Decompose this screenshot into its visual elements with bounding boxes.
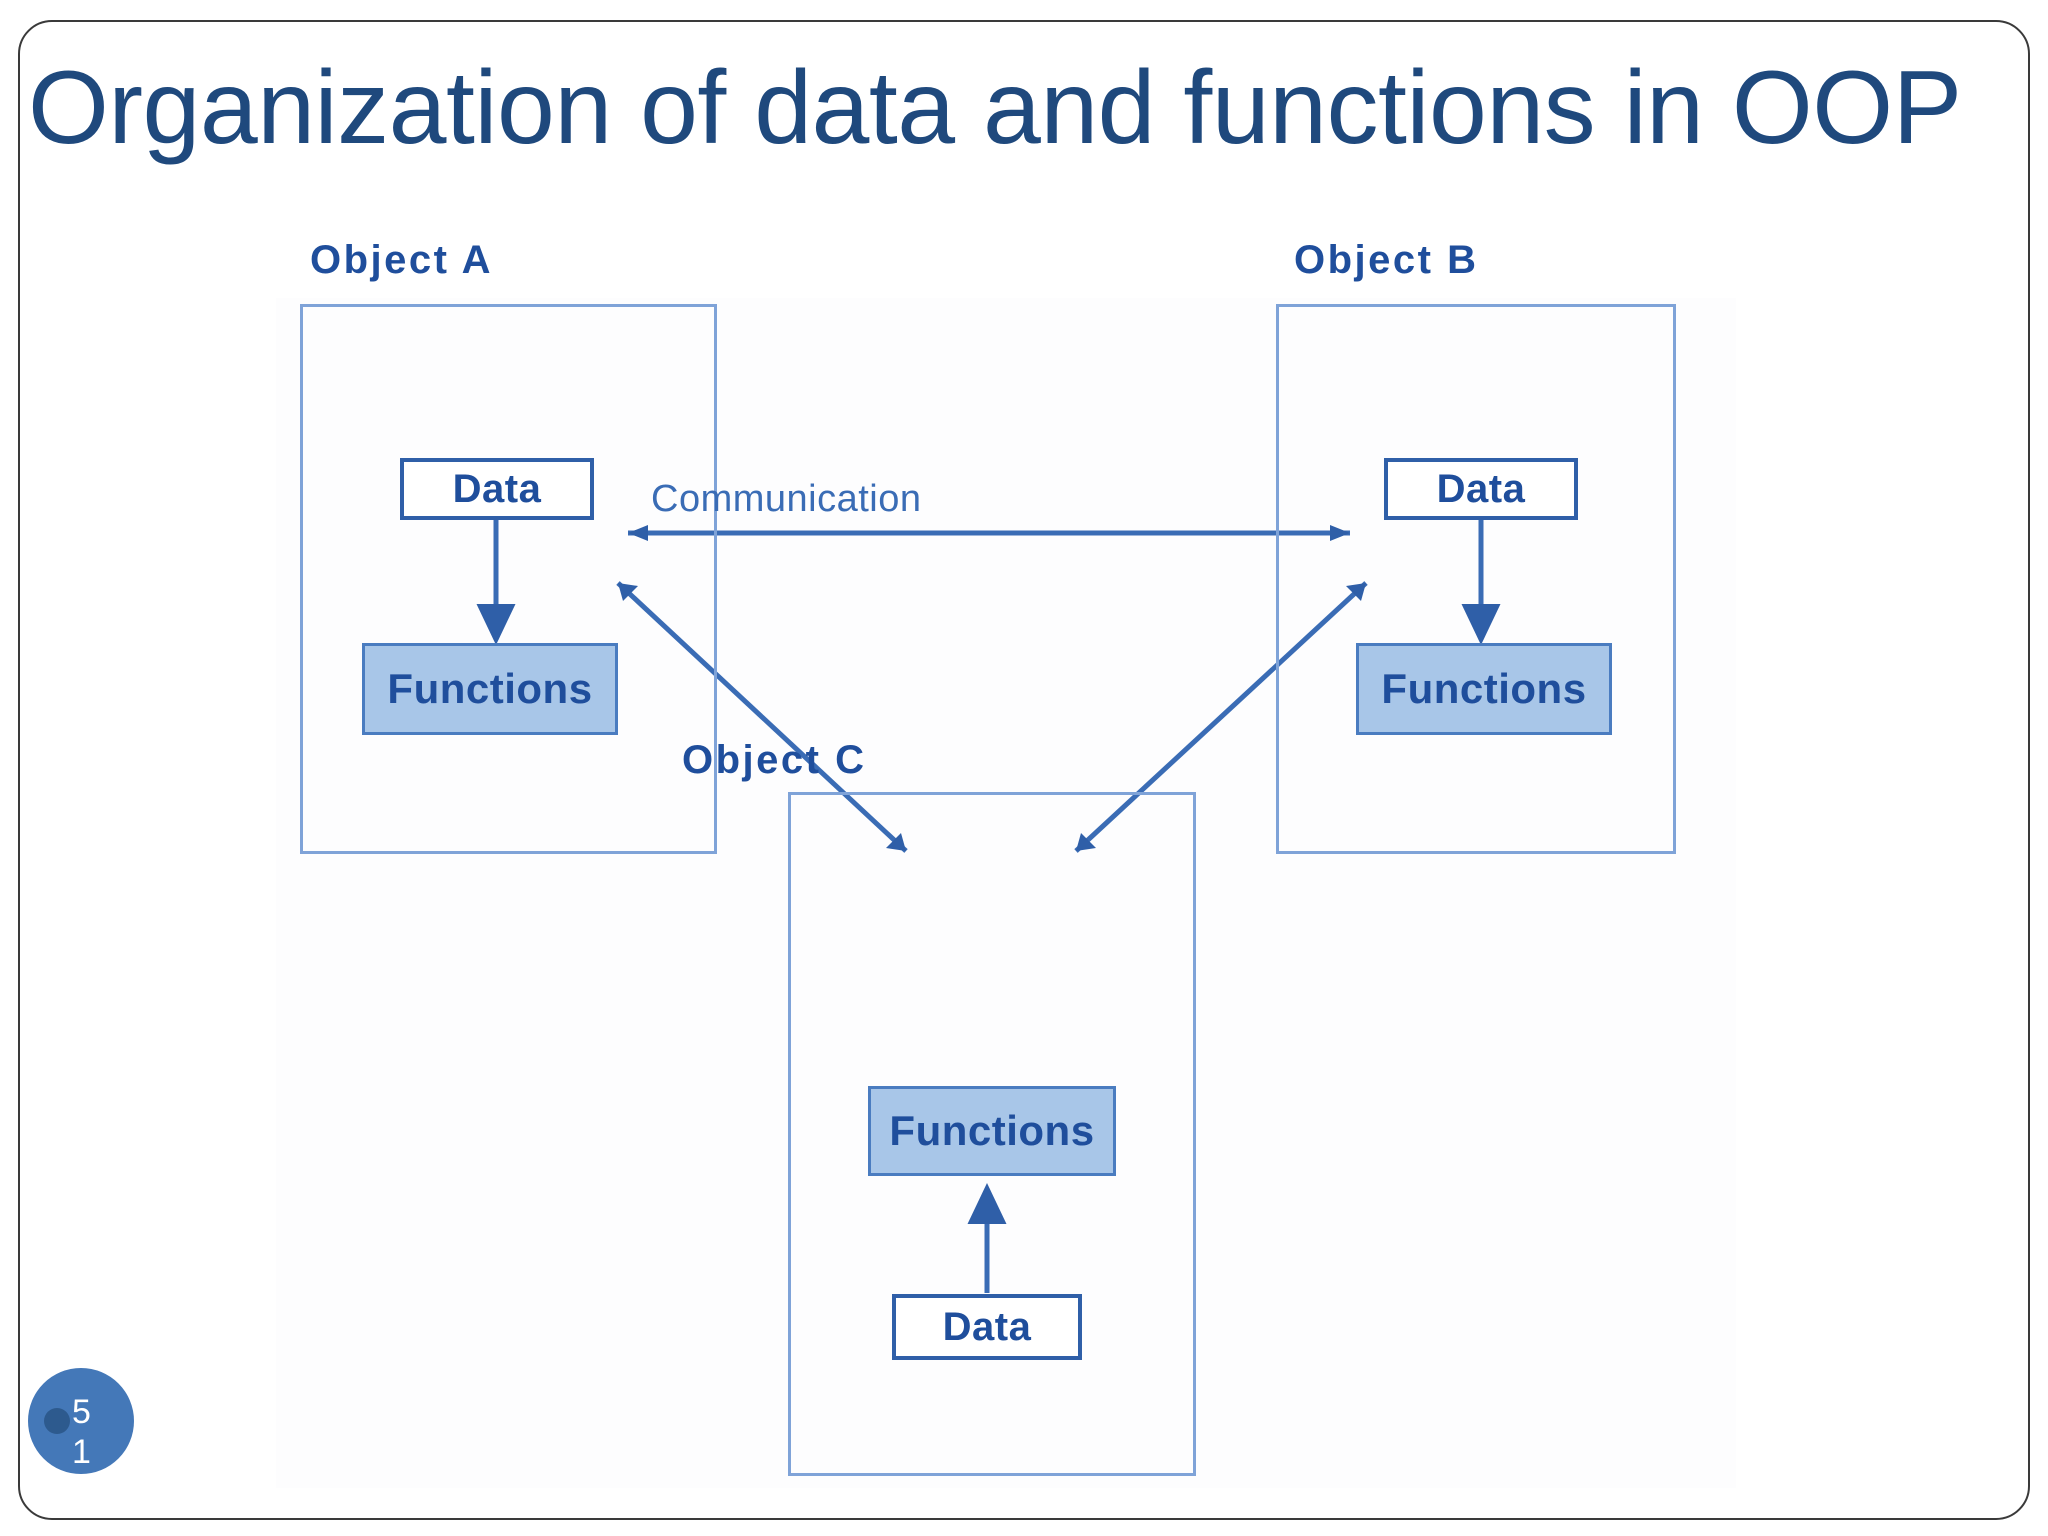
object-c-container [788,792,1196,1476]
object-b-label: Object B [1294,238,1479,282]
page-title: Organization of data and functions in OO… [28,50,1962,166]
communication-label: Communication [651,478,922,520]
object-a-label: Object A [310,238,493,282]
object-b-functions-box: Functions [1356,643,1612,735]
communication-connector [628,525,1350,541]
object-c-label: Object C [682,738,867,782]
badge-dot-icon [44,1408,70,1434]
object-c-functions-box: Functions [868,1086,1116,1176]
oop-diagram: Object A Data Functions Object B Data Fu… [276,238,1736,1488]
object-c-data-box: Data [892,1294,1082,1360]
object-b-container [1276,304,1676,854]
page-number: 51 [72,1393,91,1472]
object-a-data-box: Data [400,458,594,520]
object-a-container [300,304,717,854]
page-number-badge: 51 [28,1368,134,1474]
object-b-data-box: Data [1384,458,1578,520]
object-a-functions-box: Functions [362,643,618,735]
